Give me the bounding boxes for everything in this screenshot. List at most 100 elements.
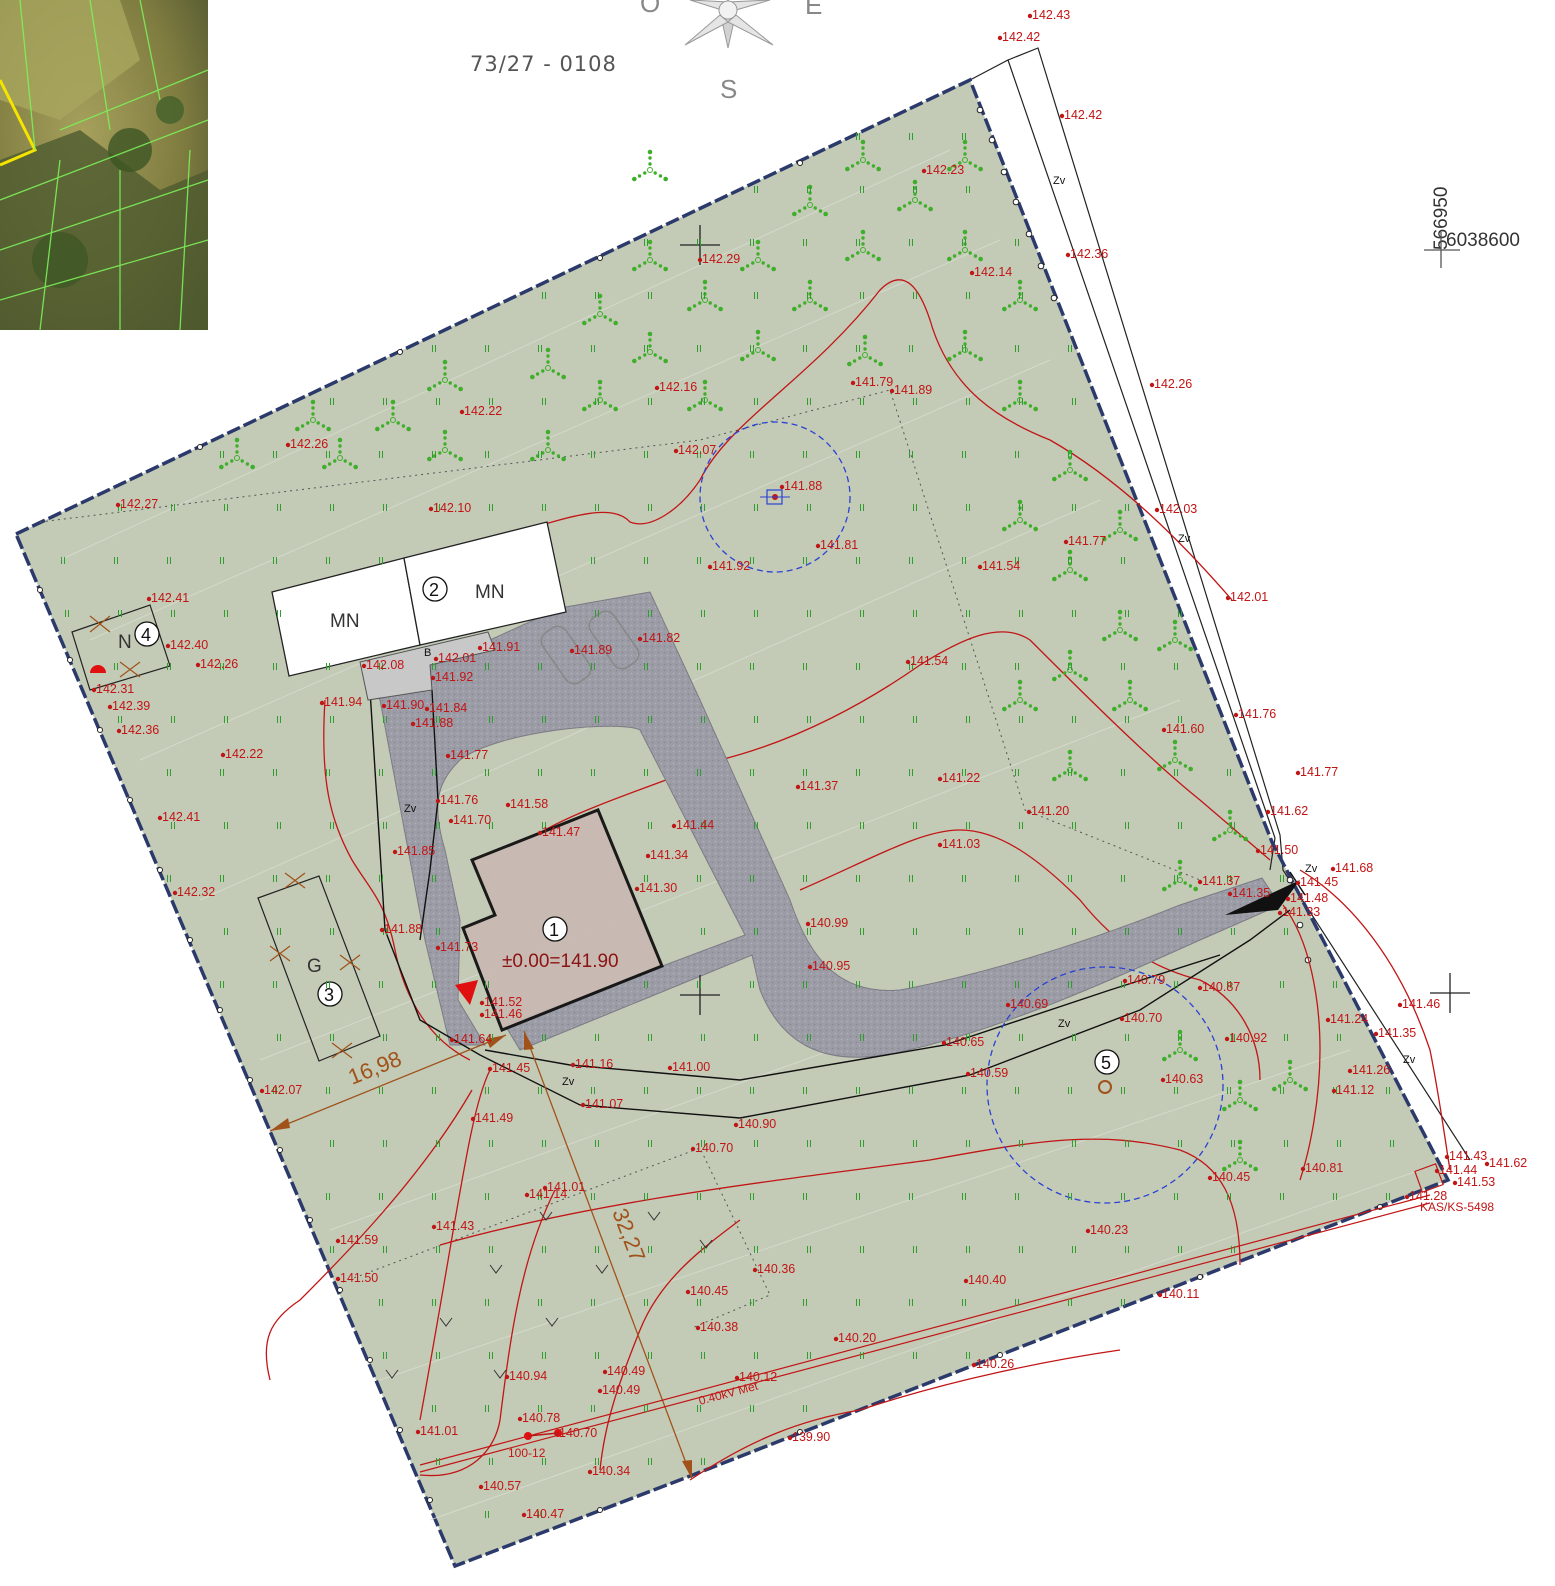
- grass-mark: II: [223, 927, 229, 938]
- elevation-dot: [410, 721, 416, 727]
- grass-mark: II: [276, 503, 282, 514]
- grass-mark: II: [749, 1298, 755, 1309]
- elevation-label: 141.76: [440, 793, 478, 807]
- grass-mark: II: [855, 1086, 861, 1097]
- grass-mark: II: [753, 1033, 759, 1044]
- grass-mark: II: [802, 450, 808, 461]
- tree-icon: [1002, 379, 1038, 412]
- grass-mark: II: [806, 927, 812, 938]
- elevation-label: 140.47: [526, 1507, 564, 1521]
- grass-mark: II: [859, 1351, 865, 1362]
- grass-mark: II: [908, 556, 914, 567]
- object-1: 1: [549, 920, 559, 940]
- elevation-dot: [542, 1185, 548, 1191]
- elevation-dot: [1063, 539, 1069, 545]
- elevation-label: 142.40: [170, 638, 208, 652]
- grass-mark: II: [1120, 1086, 1126, 1097]
- grass-mark: II: [325, 1086, 331, 1097]
- grass-mark: II: [378, 1192, 384, 1203]
- grass-mark: II: [223, 715, 229, 726]
- elevation-label: 140.70: [559, 1426, 597, 1440]
- grass-mark: II: [537, 768, 543, 779]
- grass-mark: II: [1226, 1192, 1232, 1203]
- grass-mark: II: [435, 397, 441, 408]
- tree-icon: [375, 399, 411, 432]
- elevation-dot: [1197, 985, 1203, 991]
- grass-mark: II: [753, 715, 759, 726]
- tree-icon: [1002, 679, 1038, 712]
- grass-mark: II: [1018, 1245, 1024, 1256]
- elevation-label: 142.42: [1002, 30, 1040, 44]
- garage-letter: G: [307, 956, 322, 977]
- elevation-label: 141.45: [492, 1061, 530, 1075]
- zv-label: Zv: [1403, 1054, 1416, 1066]
- grass-mark: II: [696, 662, 702, 673]
- grass-mark: II: [484, 450, 490, 461]
- grass-mark: II: [908, 132, 914, 143]
- grass-mark: II: [806, 1033, 812, 1044]
- elevation-dot: [478, 1484, 484, 1490]
- grass-mark: II: [749, 556, 755, 567]
- elevation-label: 141.46: [1402, 997, 1440, 1011]
- grass-mark: II: [912, 927, 918, 938]
- grass-mark: II: [643, 1298, 649, 1309]
- tree-icon: [740, 329, 776, 362]
- grass-mark: II: [859, 1245, 865, 1256]
- elevation-label: 142.42: [1064, 108, 1102, 122]
- grass-mark: II: [1014, 1192, 1020, 1203]
- grass-mark: II: [1283, 927, 1289, 938]
- grass-mark: II: [431, 662, 437, 673]
- grass-mark: II: [1389, 1139, 1395, 1150]
- elevation-label: 140.78: [522, 1411, 560, 1425]
- elevation-label: 141.07: [585, 1097, 623, 1111]
- grass-mark: II: [272, 874, 278, 885]
- grass-mark: II: [1071, 609, 1077, 620]
- elevation-label: 141.92: [435, 670, 473, 684]
- elevation-dot: [671, 823, 677, 829]
- grass-mark: II: [696, 1192, 702, 1203]
- elevation-dot: [1225, 595, 1231, 601]
- elevation-dot: [654, 385, 660, 391]
- grass-mark: II: [647, 609, 653, 620]
- elevation-dot: [937, 842, 943, 848]
- parcel-id: 73/27 - 0108: [470, 52, 617, 76]
- grass-mark: II: [859, 291, 865, 302]
- pole-link: [527, 1432, 559, 1437]
- grass-mark: II: [749, 344, 755, 355]
- elevation-dot: [1224, 1036, 1230, 1042]
- elevation-label: 142.01: [1230, 590, 1268, 604]
- grass-mark: II: [435, 1139, 441, 1150]
- grass-mark: II: [378, 556, 384, 567]
- grass-mark: II: [594, 609, 600, 620]
- elevation-label: 141.49: [475, 1111, 513, 1125]
- grass-mark: II: [753, 1139, 759, 1150]
- tree-icon: [1102, 509, 1138, 542]
- grass-mark: II: [435, 927, 441, 938]
- grass-mark: II: [855, 874, 861, 885]
- grass-mark: II: [382, 503, 388, 514]
- grass-mark: II: [488, 397, 494, 408]
- grass-marks: II II II II II II II II II II II II II II II II II II II II…: [60, 132, 1395, 1521]
- elevation-label: 142.07: [678, 443, 716, 457]
- grass-mark: II: [435, 1457, 441, 1468]
- elevation-label: 142.39: [112, 699, 150, 713]
- elevation-label: 142.26: [200, 657, 238, 671]
- elevation-dot: [435, 945, 441, 951]
- grass-mark: II: [753, 291, 759, 302]
- elevation-dot: [479, 1000, 485, 1006]
- elevation-label: 140.99: [810, 916, 848, 930]
- grass-mark: II: [806, 503, 812, 514]
- grass-mark: II: [1177, 609, 1183, 620]
- elevation-label: 141.94: [324, 695, 362, 709]
- grass-mark: II: [749, 238, 755, 249]
- elevation-dot: [431, 1224, 437, 1230]
- neighbor-label-right: MN: [475, 582, 505, 603]
- elevation-label: 139.90: [792, 1430, 830, 1444]
- grass-mark: II: [647, 503, 653, 514]
- tree-icon: [427, 359, 463, 392]
- elevation-dot: [1197, 879, 1203, 885]
- grass-mark: II: [1279, 1192, 1285, 1203]
- grass-mark: II: [802, 874, 808, 885]
- grass-mark: II: [806, 185, 812, 196]
- grass-mark: II: [961, 1086, 967, 1097]
